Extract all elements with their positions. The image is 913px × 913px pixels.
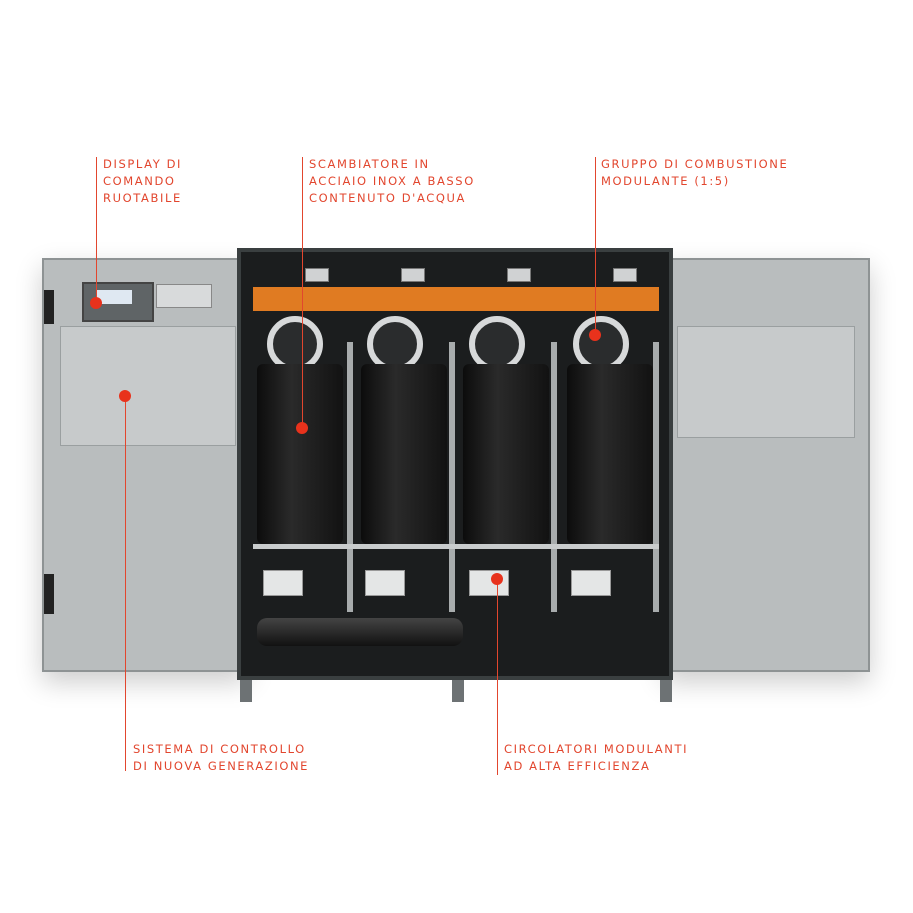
circulator-pump	[469, 570, 509, 596]
support-rail	[253, 544, 659, 549]
heat-exchanger	[257, 364, 343, 544]
leader-line	[595, 157, 596, 335]
gas-valve	[305, 268, 329, 282]
callout-combustion: GRUPPO DI COMBUSTIONE MODULANTE (1:5)	[601, 157, 789, 188]
heat-exchanger	[567, 364, 653, 544]
callout-exchanger: SCAMBIATORE IN ACCIAIO INOX A BASSO CONT…	[309, 157, 475, 205]
control-display	[82, 282, 154, 322]
control-panel-cover	[60, 326, 236, 446]
right-door	[663, 258, 870, 672]
burner	[367, 316, 423, 372]
display-bracket	[156, 284, 212, 308]
gas-valve	[401, 268, 425, 282]
callout-display: DISPLAY DI COMANDO RUOTABILE	[103, 157, 183, 205]
pipe	[347, 342, 353, 612]
pipe	[653, 342, 659, 612]
return-header-pipe	[257, 618, 463, 646]
circulator-pump	[263, 570, 303, 596]
foot	[452, 680, 464, 702]
circulator-pump	[365, 570, 405, 596]
heat-exchanger	[361, 364, 447, 544]
callout-dot-pumps	[491, 573, 503, 585]
circulator-pump	[571, 570, 611, 596]
boiler-cabinet	[237, 248, 673, 680]
leader-line	[497, 579, 498, 775]
pipe	[551, 342, 557, 612]
gas-valve	[613, 268, 637, 282]
callout-dot-exchanger	[296, 422, 308, 434]
callout-dot-control	[119, 390, 131, 402]
pipe	[449, 342, 455, 612]
door-latch-top	[44, 290, 54, 324]
leader-line	[125, 396, 126, 771]
heat-exchanger	[463, 364, 549, 544]
leader-line	[302, 157, 303, 428]
callout-dot-combustion	[589, 329, 601, 341]
door-latch-bottom	[44, 574, 54, 614]
right-panel-cover	[677, 326, 855, 438]
display-screen	[96, 290, 132, 304]
foot	[660, 680, 672, 702]
foot	[240, 680, 252, 702]
left-door	[42, 258, 248, 672]
callout-dot-display	[90, 297, 102, 309]
gas-valve	[507, 268, 531, 282]
gas-header-pipe	[253, 287, 659, 311]
callout-control: SISTEMA DI CONTROLLO DI NUOVA GENERAZION…	[133, 742, 310, 773]
callout-pumps: CIRCOLATORI MODULANTI AD ALTA EFFICIENZA	[504, 742, 689, 773]
leader-line	[96, 157, 97, 303]
